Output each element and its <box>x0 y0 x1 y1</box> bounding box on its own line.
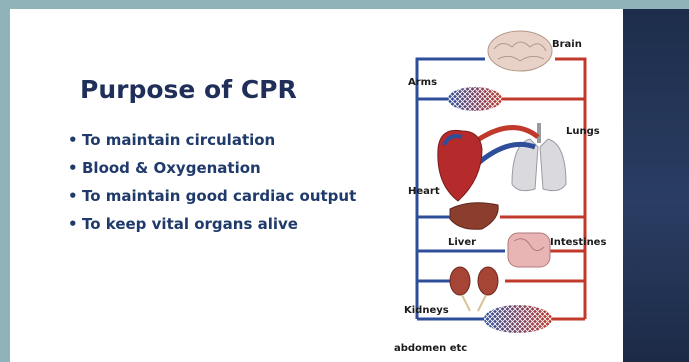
bullet-list: •To maintain circulation •Blood & Oxygen… <box>68 129 356 241</box>
heart-icon <box>438 130 482 201</box>
bullet-text: To keep vital organs alive <box>82 215 298 233</box>
bullet-oxygenation: Oxygenation <box>154 159 261 177</box>
bullet-item: •To maintain good cardiac output <box>68 185 356 213</box>
liver-icon <box>450 203 498 230</box>
label-kidneys: Kidneys <box>404 305 449 316</box>
circulation-diagram: Brain Arms Lungs Heart Liver Intestines … <box>390 19 623 359</box>
lungs-icon <box>512 123 566 191</box>
bullet-item: •To maintain circulation <box>68 129 356 157</box>
label-brain: Brain <box>552 39 582 50</box>
bullet-blood: Blood <box>82 159 130 177</box>
kidneys-icon <box>450 267 498 311</box>
bullet-text: To maintain circulation <box>82 131 275 149</box>
bullet-item: •To keep vital organs alive <box>68 213 356 241</box>
side-panel <box>623 9 689 362</box>
slide: Purpose of CPR •To maintain circulation … <box>10 9 623 362</box>
label-lungs: Lungs <box>566 126 600 137</box>
label-legs: Legs, skin, abdomen etc <box>390 343 467 354</box>
label-arms: Arms <box>408 77 437 88</box>
bullet-ampersand: & <box>135 159 148 177</box>
bullet-item-highlight: •Blood & Oxygenation <box>68 157 356 185</box>
label-liver: Liver <box>448 237 476 248</box>
label-heart: Heart <box>408 186 440 197</box>
bullet-text: To maintain good cardiac output <box>82 187 356 205</box>
intestines-icon <box>508 233 550 267</box>
label-intestines: Intestines <box>550 237 606 248</box>
slide-title: Purpose of CPR <box>80 75 297 104</box>
brain-icon <box>488 31 552 71</box>
